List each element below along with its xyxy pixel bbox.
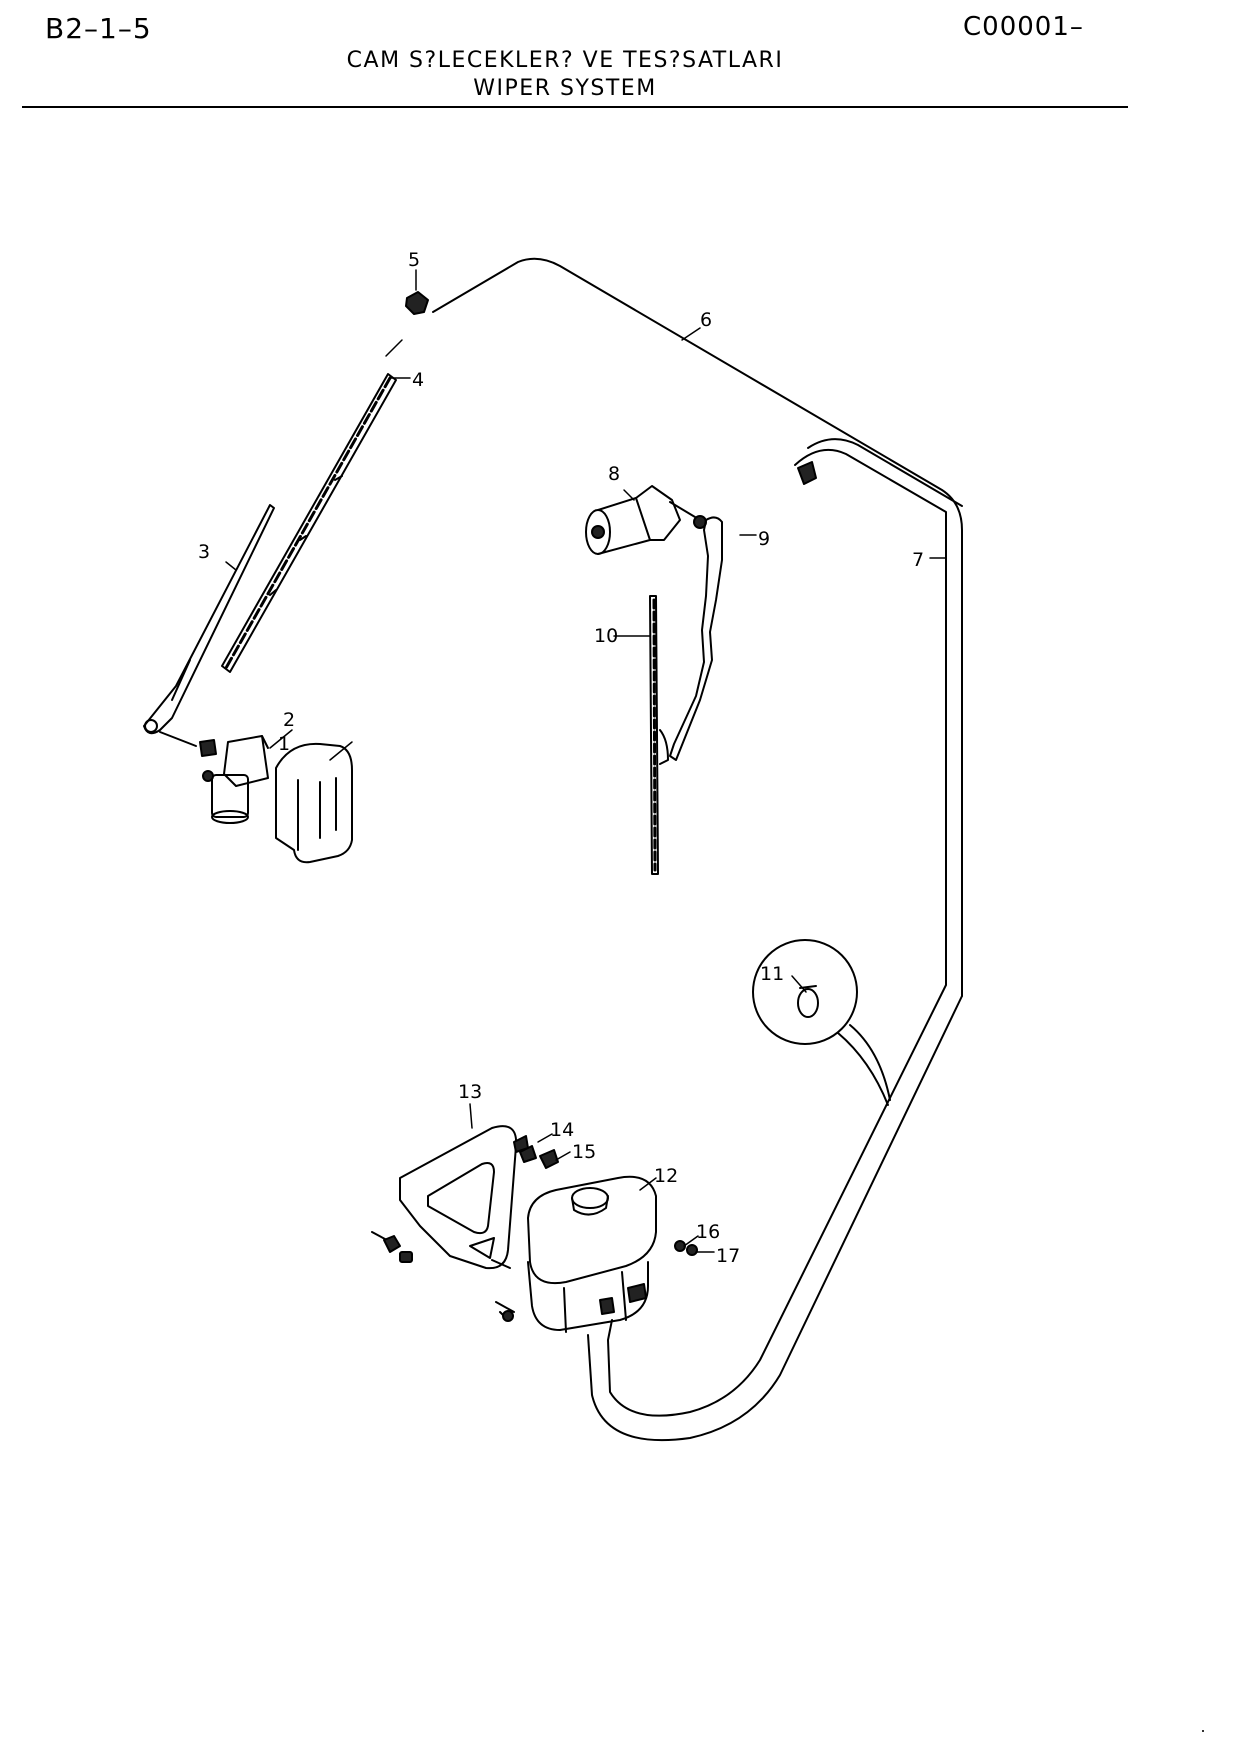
washer-reservoir-12 (527, 1175, 657, 1333)
leader-lines (225, 269, 947, 1253)
wiper-arm-3 (143, 504, 275, 735)
hose-upper (432, 257, 963, 997)
reservoir-bracket-13 (399, 1125, 518, 1270)
callout-15: 15 (572, 1141, 596, 1163)
leader-4-stub (385, 339, 403, 357)
callout-8: 8 (608, 463, 620, 485)
rear-wiper-arm-9 (669, 516, 723, 761)
callout-6: 6 (700, 309, 712, 331)
callout-1: 1 (278, 733, 290, 755)
wiper-motor-2 (159, 731, 269, 824)
callout-7: 7 (912, 549, 924, 571)
callout-17: 17 (716, 1245, 740, 1267)
header-rule (22, 106, 1128, 108)
callout-13: 13 (458, 1081, 482, 1103)
page-mark (1202, 1730, 1204, 1732)
title-english: WIPER SYSTEM (473, 76, 657, 101)
callout-4: 4 (412, 369, 424, 391)
callout-2: 2 (283, 709, 295, 731)
callout-14: 14 (550, 1119, 574, 1141)
rear-wiper-blade-10 (649, 595, 669, 875)
callout-16: 16 (696, 1221, 720, 1243)
bolt-14-15 (519, 1145, 559, 1169)
catalog-code: C00001– (963, 12, 1084, 42)
callout-9: 9 (758, 528, 770, 550)
callout-3: 3 (198, 541, 210, 563)
hose-main (587, 438, 963, 1442)
wiper-blade-4 (221, 373, 397, 673)
callout-11: 11 (760, 963, 784, 985)
nozzle-5 (405, 291, 429, 315)
title-turkish: CAM S?LECEKLER? VE TES?SATLARI (346, 48, 784, 73)
bracket-screws (371, 1135, 529, 1322)
callout-5: 5 (408, 249, 420, 271)
callout-12: 12 (654, 1165, 678, 1187)
motor-cover-1 (275, 742, 353, 864)
hose-clip (797, 461, 817, 485)
page-code: B2–1–5 (45, 12, 152, 45)
nut-16-17 (674, 1240, 698, 1256)
callout-10: 10 (594, 625, 618, 647)
callout-labels: 1 2 3 4 5 6 7 8 9 10 11 12 13 14 15 16 1… (198, 249, 924, 1267)
rear-wiper-motor-8 (585, 485, 707, 555)
